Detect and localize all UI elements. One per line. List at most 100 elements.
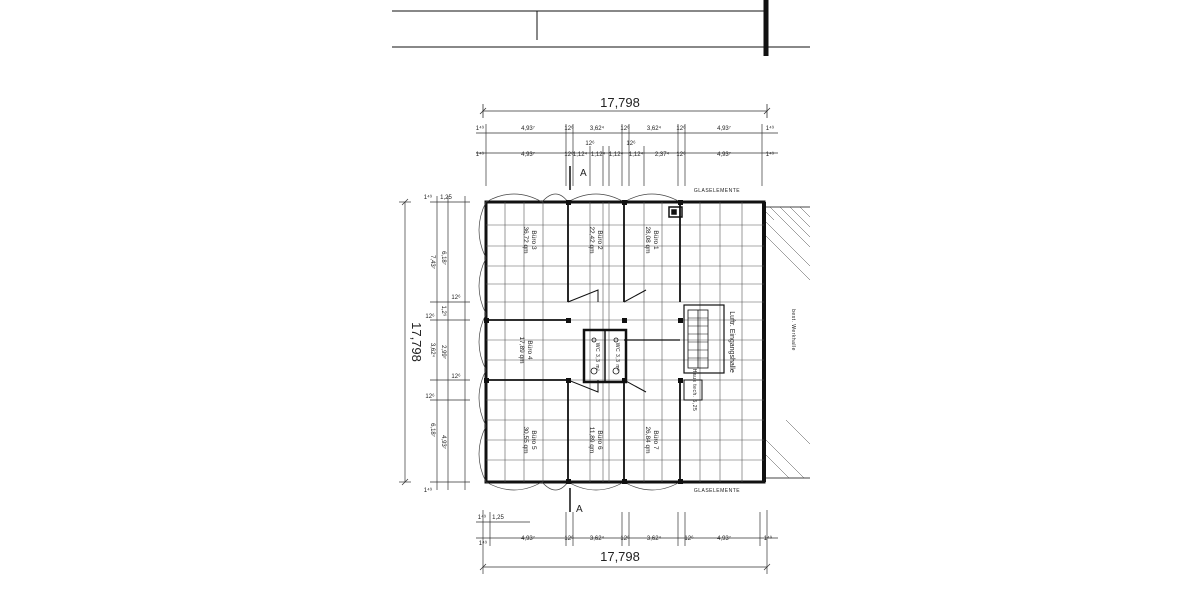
top-overall-label: 17,798 — [600, 95, 640, 110]
left-dims-outer-labels: 7,43⁷ 3,62⁴ 6,18⁷ — [429, 255, 436, 437]
svg-text:4,93⁷: 4,93⁷ — [440, 435, 447, 449]
svg-text:12⁶: 12⁶ — [676, 151, 686, 158]
entrance-hall-label: Luftr. Eingangshalle — [728, 311, 735, 373]
svg-text:A: A — [576, 504, 583, 515]
bottom-overall-label: 17,798 — [600, 549, 640, 564]
svg-text:6,18⁷: 6,18⁷ — [440, 251, 447, 265]
partition-walls — [486, 202, 681, 482]
svg-text:7,43⁷: 7,43⁷ — [429, 255, 436, 269]
staircase — [683, 304, 725, 401]
shaft-box — [668, 206, 683, 218]
bottom-dimension-chains — [476, 510, 778, 574]
svg-text:1,25: 1,25 — [492, 515, 504, 521]
svg-text:12⁶: 12⁶ — [620, 125, 630, 132]
svg-text:2,37⁴: 2,37⁴ — [655, 151, 670, 158]
tech-room-label: Haus tech. 5,25 — [691, 369, 697, 412]
svg-text:1,12⁴: 1,12⁴ — [609, 151, 624, 158]
svg-text:4,93⁷: 4,93⁷ — [521, 125, 535, 132]
left-dimension-chains — [399, 196, 470, 490]
svg-text:1⁴⁹: 1⁴⁹ — [424, 487, 433, 494]
wc-core — [582, 328, 628, 384]
svg-text:12⁶: 12⁶ — [564, 151, 574, 158]
svg-text:Büro 4: Büro 4 — [526, 340, 533, 360]
bottom-dims-top-labels: 1⁴⁹ 1,25 — [478, 514, 505, 521]
top-dimension-rows — [476, 124, 778, 186]
svg-text:1⁴⁹: 1⁴⁹ — [766, 151, 775, 158]
svg-text:12⁶: 12⁶ — [626, 140, 636, 147]
svg-text:12⁶: 12⁶ — [564, 535, 574, 542]
svg-text:4,93⁷: 4,93⁷ — [521, 535, 535, 542]
svg-text:4,93⁷: 4,93⁷ — [717, 535, 731, 542]
svg-text:12⁶: 12⁶ — [425, 313, 435, 320]
svg-text:26,84 qm: 26,84 qm — [644, 426, 651, 453]
svg-text:22,42 qm: 22,42 qm — [588, 226, 595, 253]
svg-text:3,62⁴: 3,62⁴ — [647, 125, 662, 132]
svg-text:4,93⁷: 4,93⁷ — [717, 125, 731, 132]
left-dims-inner-labels: 1⁴⁹ 1,25 12⁶ 12⁶ 12⁶ 12⁶ 1⁴⁹ — [424, 194, 461, 494]
svg-text:3,62⁴: 3,62⁴ — [590, 125, 605, 132]
svg-text:1⁴⁹: 1⁴⁹ — [764, 535, 773, 542]
left-dims-mid-labels: 6,18⁷ 1,2⁹ 2,99⁷ 4,93⁷ — [440, 251, 447, 449]
glass-elements-top-label: GLASELEMENTE — [694, 188, 740, 194]
top-dims-row2-labels: 1⁴⁹ 4,93⁷ 12⁶ 1,12⁴ 1,12⁴ 1,12⁴ 1,12⁴ 2,… — [476, 140, 775, 158]
room-label-buero-2: Büro 2 22,42 qm — [588, 226, 603, 253]
svg-text:12⁶: 12⁶ — [425, 393, 435, 400]
svg-text:17,89 qm: 17,89 qm — [518, 336, 525, 363]
svg-text:1,2⁹: 1,2⁹ — [440, 306, 447, 317]
svg-text:A: A — [580, 168, 587, 179]
svg-text:12⁶: 12⁶ — [620, 535, 630, 542]
svg-text:12⁶: 12⁶ — [451, 373, 461, 380]
svg-text:28,08 qm: 28,08 qm — [644, 226, 651, 253]
svg-text:Büro 7: Büro 7 — [652, 430, 659, 450]
svg-text:1⁴⁹: 1⁴⁹ — [424, 194, 433, 201]
svg-text:4,93⁷: 4,93⁷ — [717, 151, 731, 158]
svg-text:1,12⁴: 1,12⁴ — [629, 151, 644, 158]
room-label-buero-4: Büro 4 17,89 qm — [518, 336, 533, 363]
room-label-buero-7: Büro 7 26,84 qm — [644, 426, 659, 453]
room-label-buero-5: Büro 5 30,55 qm — [522, 426, 537, 453]
room-label-buero-6: Büro 6 11,89 qm — [588, 427, 603, 454]
svg-text:1,25: 1,25 — [440, 195, 452, 201]
svg-text:1⁴⁹: 1⁴⁹ — [766, 125, 775, 132]
svg-text:11,89 qm: 11,89 qm — [588, 427, 595, 454]
svg-text:1⁴⁹: 1⁴⁹ — [476, 151, 485, 158]
svg-text:1⁴⁹: 1⁴⁹ — [479, 540, 488, 547]
wc-right-label: WC 3,3 m² — [614, 343, 620, 371]
svg-text:1⁴⁹: 1⁴⁹ — [476, 125, 485, 132]
svg-text:Büro 5: Büro 5 — [530, 430, 537, 450]
svg-text:30,55 qm: 30,55 qm — [522, 426, 529, 453]
column-markers — [484, 200, 683, 484]
room-label-buero-1: Büro 1 28,08 qm — [644, 226, 659, 253]
svg-text:12⁶: 12⁶ — [676, 125, 686, 132]
section-marker-bottom: A — [569, 488, 583, 515]
svg-text:3,62⁴: 3,62⁴ — [647, 535, 662, 542]
bottom-dims-labels: 1⁴⁹ 4,93⁷ 12⁶ 3,62⁴ 12⁶ 3,62⁴ 12⁶ 4,93⁷ … — [479, 535, 773, 547]
svg-text:Büro 2: Büro 2 — [596, 230, 603, 250]
svg-text:1⁴⁹: 1⁴⁹ — [478, 514, 487, 521]
svg-text:Büro 3: Büro 3 — [530, 230, 537, 250]
top-strip — [392, 0, 810, 56]
left-overall-label: 17,798 — [409, 322, 424, 362]
svg-text:12⁶: 12⁶ — [451, 294, 461, 301]
svg-text:3,62⁴: 3,62⁴ — [429, 343, 436, 358]
svg-text:Büro 6: Büro 6 — [596, 430, 603, 450]
wc-left-label: WC 3,3 m² — [594, 343, 600, 371]
svg-text:1,12⁴: 1,12⁴ — [573, 151, 588, 158]
svg-text:3,62⁴: 3,62⁴ — [590, 535, 605, 542]
svg-text:12⁶: 12⁶ — [564, 125, 574, 132]
section-marker-top: A — [569, 166, 587, 190]
existing-hall — [765, 206, 811, 479]
svg-text:2,99⁷: 2,99⁷ — [440, 345, 447, 359]
existing-hall-label: best. Werkhalle — [790, 309, 796, 351]
svg-text:36,72 qm: 36,72 qm — [522, 226, 529, 253]
glass-elements-bottom-label: GLASELEMENTE — [694, 488, 740, 494]
top-overall-dimension — [479, 104, 771, 118]
svg-text:6,18⁷: 6,18⁷ — [429, 423, 436, 437]
svg-text:1,12⁴: 1,12⁴ — [591, 151, 606, 158]
top-dims-row1-labels: 1⁴⁹ 4,93⁷ 12⁶ 3,62⁴ 12⁶ 3,62⁴ 12⁶ 4,93⁷ … — [476, 125, 775, 132]
svg-text:12⁶: 12⁶ — [585, 140, 595, 147]
svg-text:4,93⁷: 4,93⁷ — [521, 151, 535, 158]
room-label-buero-3: Büro 3 36,72 qm — [522, 226, 537, 253]
svg-text:Büro 1: Büro 1 — [652, 230, 659, 250]
svg-text:12⁶: 12⁶ — [684, 535, 694, 542]
